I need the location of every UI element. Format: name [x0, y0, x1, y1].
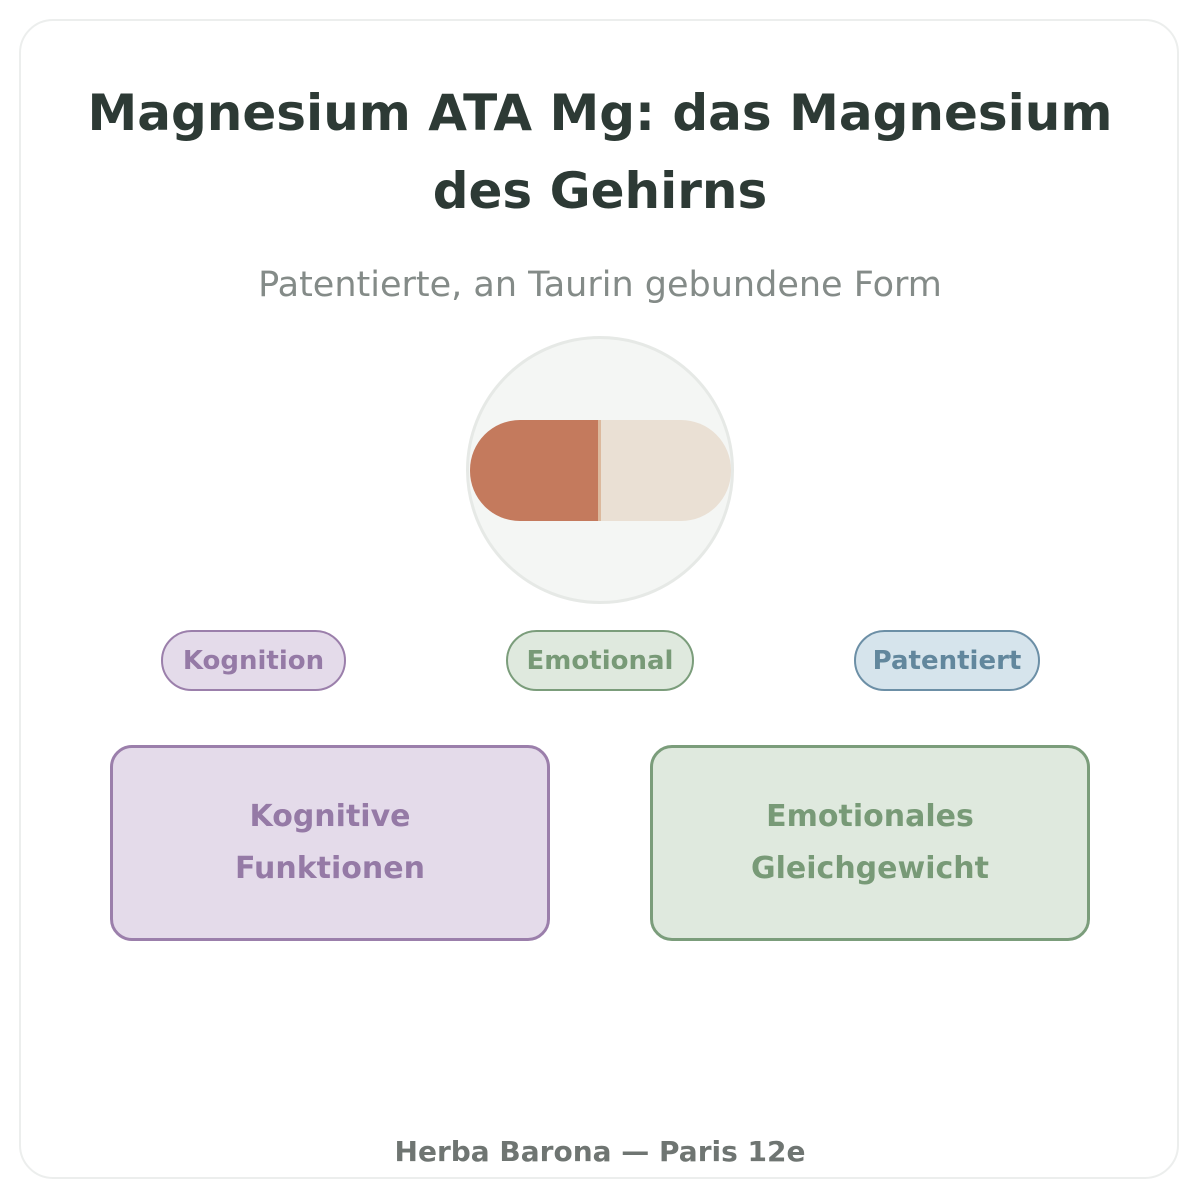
- tag-patentiert: Patentiert: [854, 630, 1040, 691]
- benefit-card-emotional: Emotionales Gleichgewicht: [650, 745, 1090, 941]
- benefit-label: Kognitive Funktionen: [235, 799, 425, 886]
- page-title: Magnesium ATA Mg: das Magnesium des Gehi…: [87, 84, 1113, 220]
- capsule-seam: [598, 420, 601, 521]
- page-subtitle: Patentierte, an Taurin gebundene Form: [258, 265, 942, 305]
- tag-emotional: Emotional: [506, 630, 694, 691]
- benefit-label: Emotionales Gleichgewicht: [751, 799, 989, 886]
- capsule-right-half: [600, 420, 731, 521]
- capsule-left-half: [470, 420, 622, 521]
- footer-credit: Herba Barona — Paris 12e: [394, 1135, 806, 1168]
- tag-kognition: Kognition: [161, 630, 346, 691]
- benefit-card-cognitive: Kognitive Funktionen: [110, 745, 550, 941]
